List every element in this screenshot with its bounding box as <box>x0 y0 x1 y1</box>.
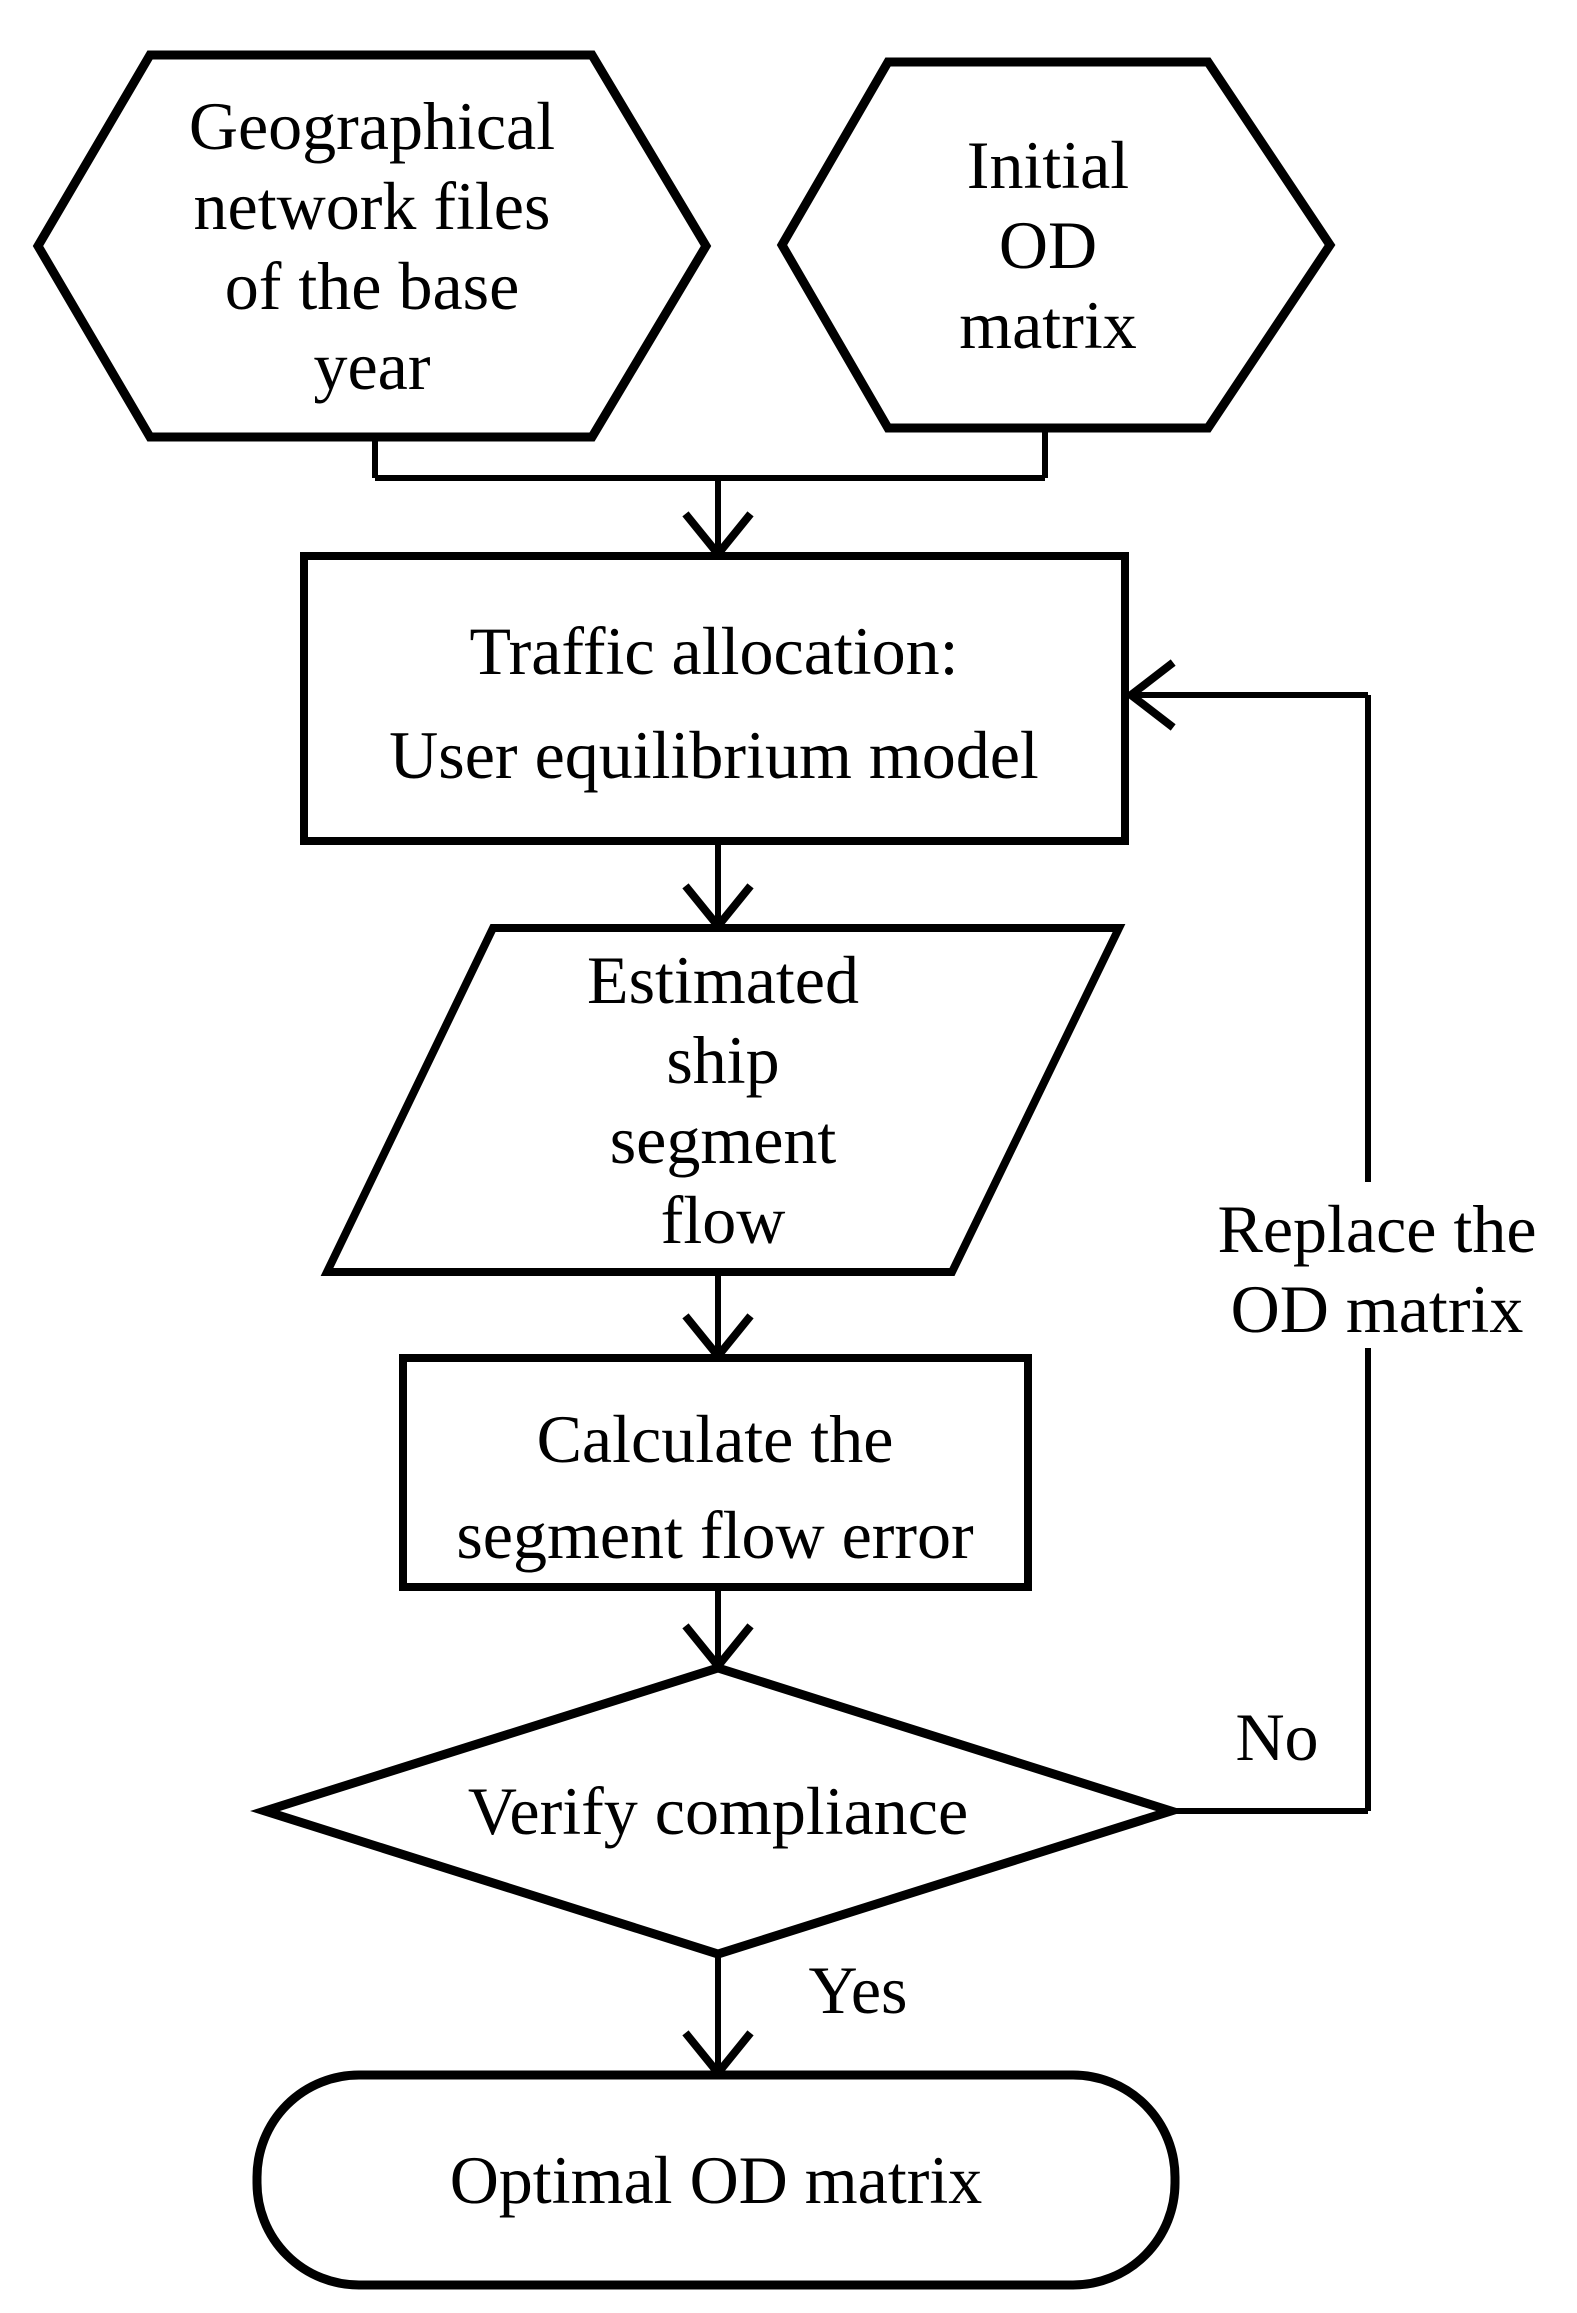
arrow-left-icon <box>1124 659 1176 731</box>
node-calc-error: Calculate the segment flow error <box>399 1354 1032 1591</box>
node-verify-line1: Verify compliance <box>468 1773 968 1849</box>
node-initial-od-line1: Initial <box>967 127 1129 203</box>
edge-label-no: No <box>1235 1699 1318 1775</box>
replace-label-mask <box>1192 1182 1568 1348</box>
node-optimal-od-line1: Optimal OD matrix <box>450 2142 983 2218</box>
node-estimated-flow-line1: Estimated <box>587 942 859 1018</box>
node-geo-files-line3: of the base <box>225 248 520 324</box>
node-optimal-od: Optimal OD matrix <box>252 2070 1180 2290</box>
node-estimated-flow-line2: ship <box>666 1022 779 1098</box>
node-verify: Verify compliance <box>250 1663 1186 1959</box>
node-geo-files-line2: network files <box>194 168 551 244</box>
edge-label-replace: Replace the OD matrix <box>1217 1191 1536 1347</box>
node-geo-files: Geographical network files of the base y… <box>32 50 712 442</box>
edge-label-replace-line2: OD matrix <box>1231 1271 1524 1347</box>
node-geo-files-line1: Geographical <box>189 88 555 164</box>
connector-verify-yes <box>682 1954 754 2080</box>
node-traffic-allocation-line2: User equilibrium model <box>389 717 1039 793</box>
connector-inputs-join <box>372 424 1048 561</box>
connector-allocation-to-flow <box>682 841 754 933</box>
connector-error-to-verify <box>682 1587 754 1673</box>
node-initial-od: Initial OD matrix <box>776 57 1336 433</box>
node-estimated-flow-line4: flow <box>661 1182 786 1258</box>
node-traffic-allocation: Traffic allocation: User equilibrium mod… <box>300 552 1129 845</box>
node-estimated-flow: Estimated ship segment flow <box>320 924 1126 1276</box>
node-initial-od-line3: matrix <box>959 287 1137 363</box>
node-calc-error-line1: Calculate the <box>537 1401 894 1477</box>
node-calc-error-line2: segment flow error <box>456 1497 974 1573</box>
edge-label-yes: Yes <box>809 1952 908 2028</box>
connector-flow-to-error <box>682 1272 754 1363</box>
edge-label-replace-line1: Replace the <box>1217 1191 1536 1267</box>
node-estimated-flow-line3: segment <box>610 1102 837 1178</box>
node-initial-od-line2: OD <box>999 207 1097 283</box>
node-geo-files-line4: year <box>313 328 430 404</box>
node-traffic-allocation-line1: Traffic allocation: <box>469 613 958 689</box>
